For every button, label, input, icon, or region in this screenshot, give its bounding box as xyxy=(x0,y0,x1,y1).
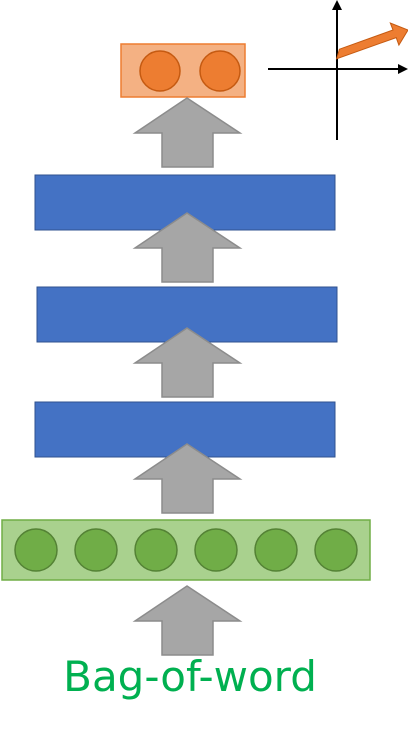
output-node-1 xyxy=(139,50,181,92)
input-label: Bag-of-word xyxy=(63,652,317,701)
input-node-1 xyxy=(14,528,58,572)
input-layer-box xyxy=(1,519,371,581)
input-node-3 xyxy=(134,528,178,572)
up-arrow-3 xyxy=(132,212,243,283)
input-node-5 xyxy=(254,528,298,572)
embedding-axes xyxy=(268,0,408,140)
input-node-6 xyxy=(314,528,358,572)
output-node-2 xyxy=(199,50,241,92)
up-arrow-2 xyxy=(132,327,243,398)
input-node-2 xyxy=(74,528,118,572)
up-arrow-4 xyxy=(132,97,243,168)
x-axis-arrowhead xyxy=(398,64,408,74)
up-arrow-input xyxy=(132,585,243,656)
embedding-vector-arrow xyxy=(335,22,408,60)
up-arrow-1 xyxy=(132,443,243,514)
y-axis-arrowhead xyxy=(332,0,342,10)
input-node-4 xyxy=(194,528,238,572)
